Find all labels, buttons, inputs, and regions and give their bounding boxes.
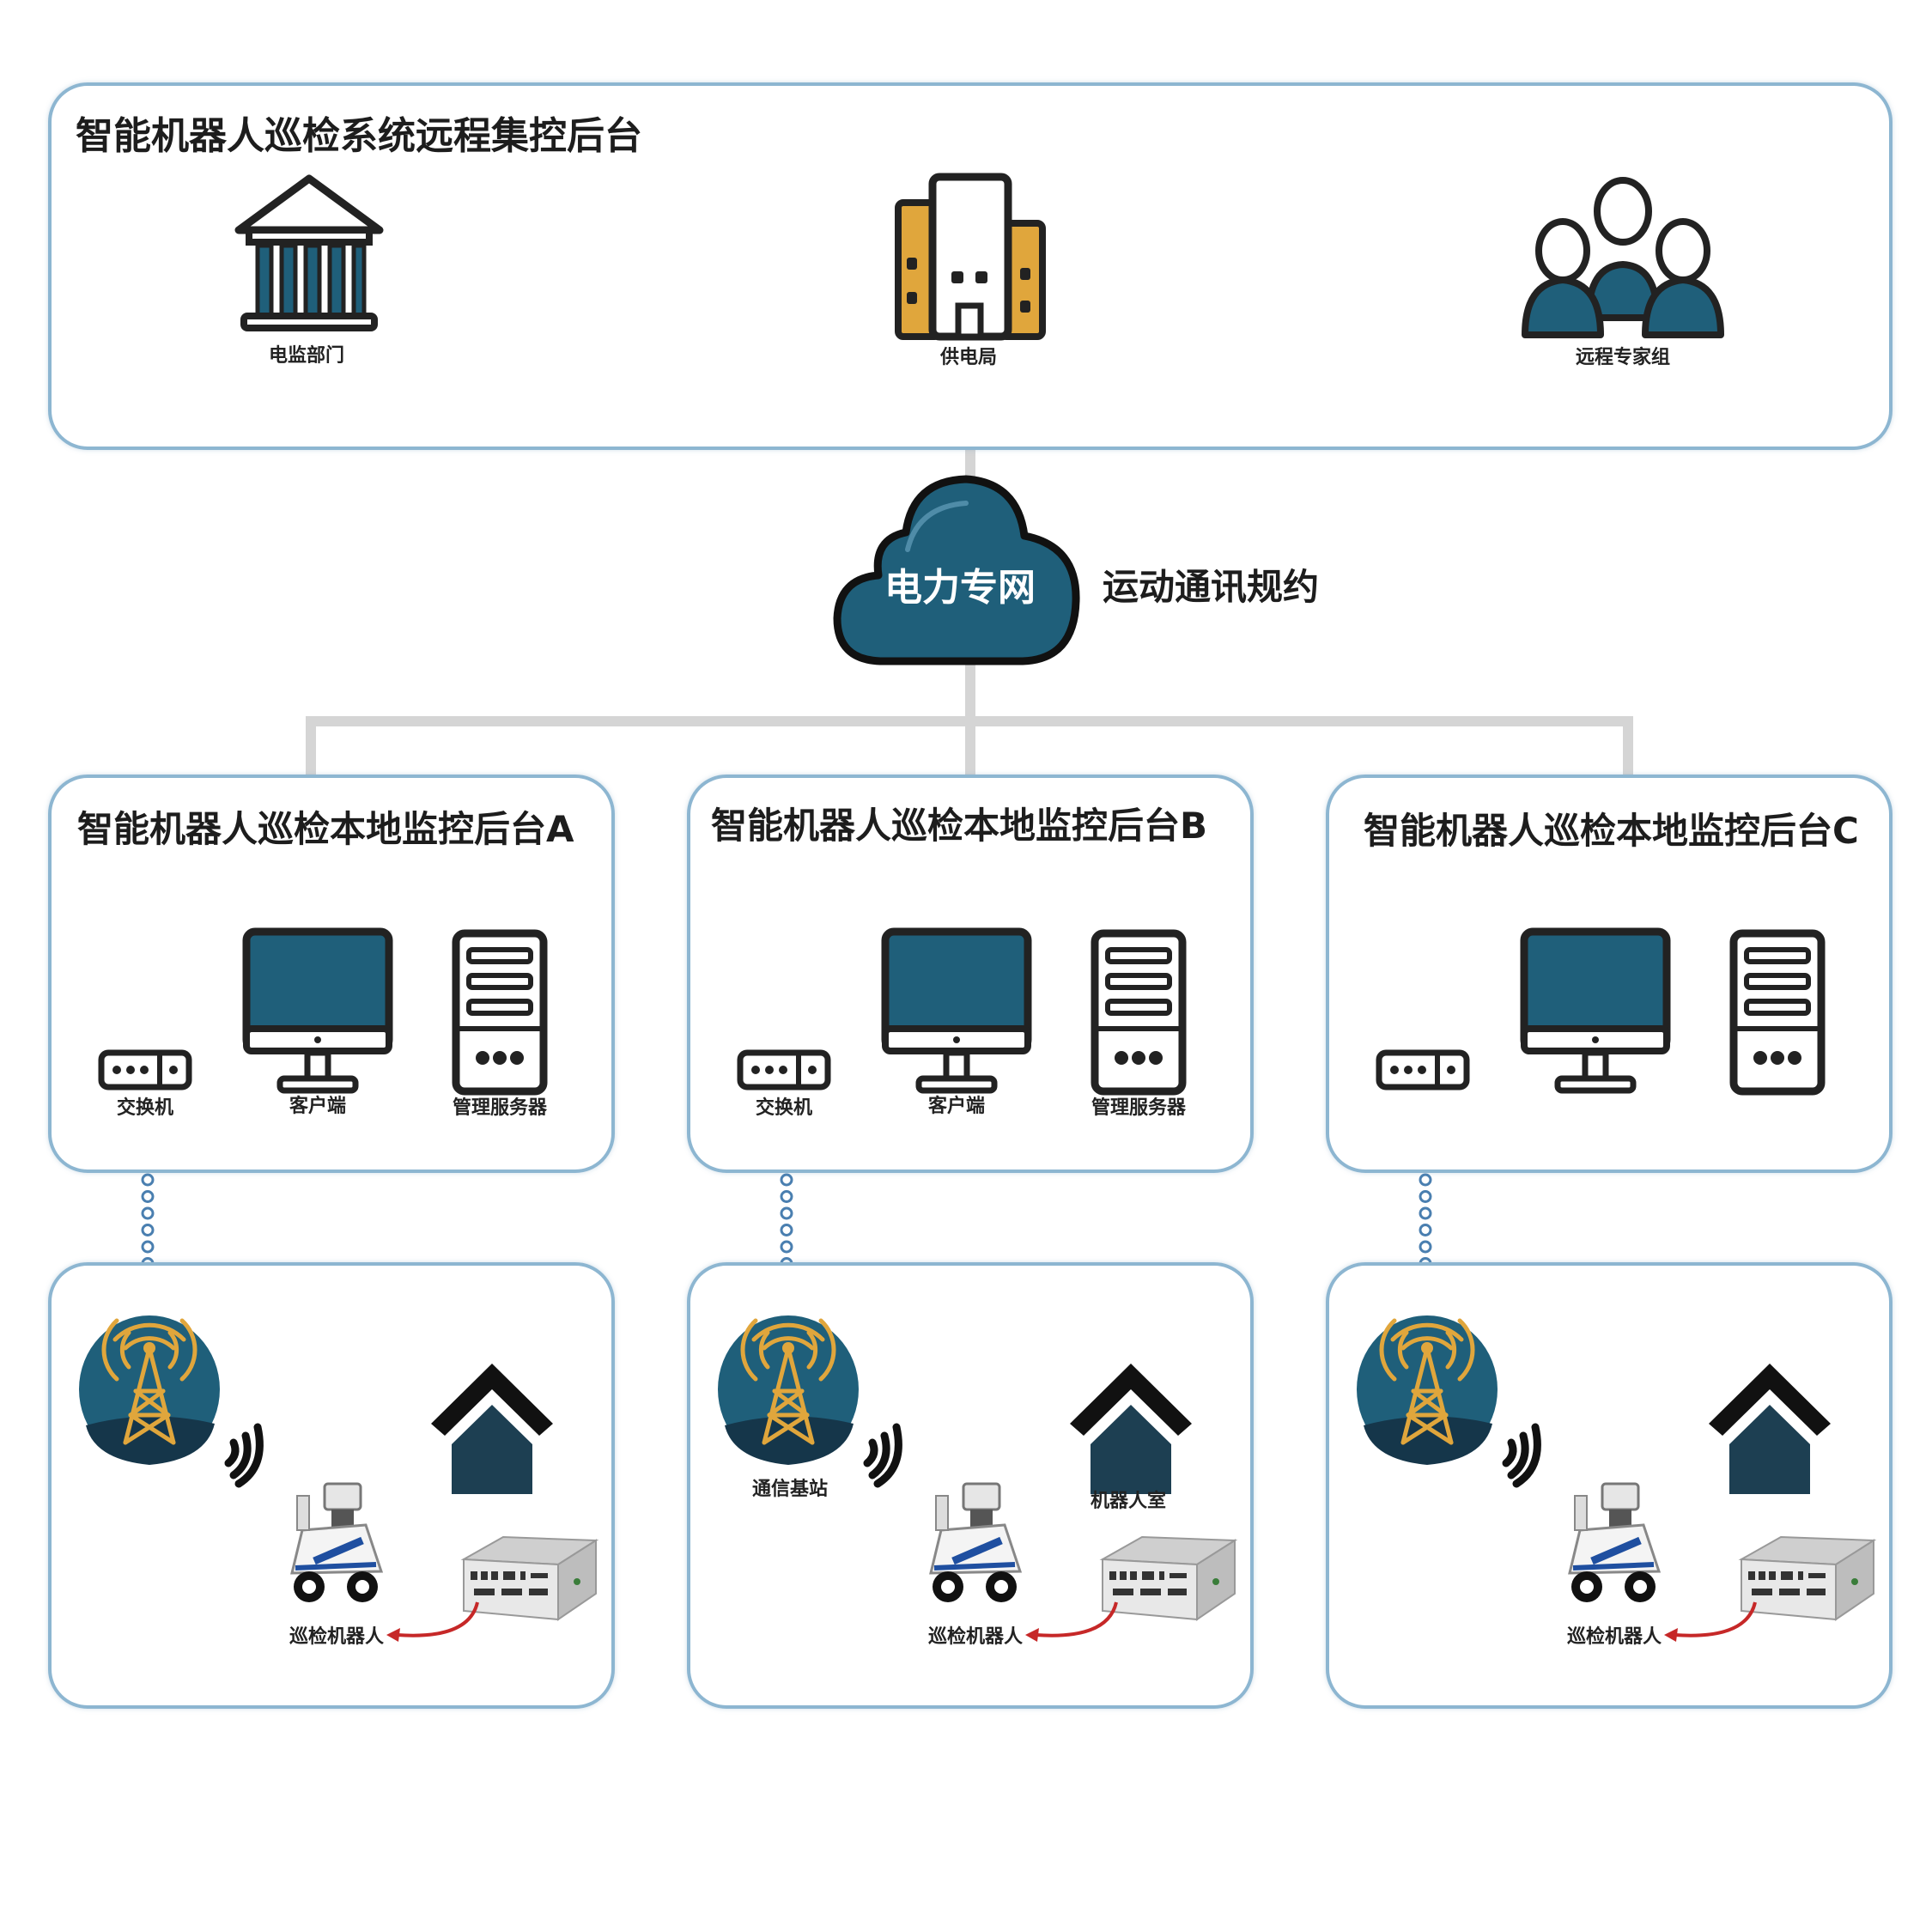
client-monitor-icon bbox=[1520, 927, 1671, 1096]
expert-group-icon bbox=[1520, 172, 1726, 343]
red-link-arrow bbox=[1661, 1597, 1764, 1649]
switch-icon bbox=[737, 1049, 831, 1092]
red-link-arrow bbox=[383, 1597, 486, 1649]
wireless-link-dot bbox=[780, 1240, 793, 1254]
industrial-controller-icon bbox=[1729, 1534, 1877, 1628]
wireless-link-dot bbox=[141, 1240, 155, 1254]
client-label: 客户端 bbox=[927, 1096, 986, 1117]
wireless-link-dot bbox=[141, 1190, 155, 1203]
protocol-label: 运动通讯规约 bbox=[1103, 566, 1320, 608]
office-building-icon bbox=[893, 172, 1048, 343]
wireless-link-dot bbox=[1419, 1206, 1432, 1220]
industrial-controller-icon bbox=[1091, 1534, 1238, 1628]
local-backend-a-title: 智能机器人巡检本地监控后台A bbox=[77, 808, 574, 850]
wireless-signal-icon bbox=[216, 1417, 276, 1488]
industrial-controller-icon bbox=[452, 1534, 599, 1628]
local-backend-c-title: 智能机器人巡检本地监控后台C bbox=[1364, 810, 1859, 852]
power-bureau-label: 供电局 bbox=[939, 347, 998, 368]
wireless-link-dot bbox=[1419, 1224, 1432, 1236]
switch-label: 交换机 bbox=[755, 1097, 813, 1119]
wireless-signal-icon bbox=[855, 1417, 915, 1488]
base-station-tower-icon bbox=[716, 1314, 862, 1468]
wireless-link-dot bbox=[780, 1173, 793, 1187]
government-building-icon bbox=[232, 172, 386, 343]
wireless-link-dot bbox=[780, 1190, 793, 1203]
base-station-label: 通信基站 bbox=[751, 1479, 829, 1500]
client-monitor-icon bbox=[881, 927, 1032, 1096]
wireless-signal-icon bbox=[1494, 1417, 1554, 1488]
inspection-robot-icon bbox=[919, 1479, 1030, 1607]
robot-label: 巡检机器人 bbox=[289, 1626, 385, 1648]
wireless-link-dot bbox=[1419, 1190, 1432, 1203]
wireless-link-dot bbox=[1419, 1240, 1432, 1254]
red-link-arrow bbox=[1022, 1597, 1125, 1649]
switch-icon bbox=[98, 1049, 192, 1092]
central-panel-title: 智能机器人巡检系统远程集控后台 bbox=[76, 114, 642, 158]
server-icon bbox=[1091, 929, 1187, 1097]
robot-house-label: 机器人室 bbox=[1090, 1491, 1167, 1512]
expert-group-label: 远程专家组 bbox=[1575, 347, 1671, 368]
base-station-tower-icon bbox=[77, 1314, 223, 1468]
base-station-tower-icon bbox=[1355, 1314, 1501, 1468]
robot-label: 巡检机器人 bbox=[927, 1626, 1024, 1648]
wireless-link-dot bbox=[780, 1206, 793, 1220]
robot-house-icon bbox=[428, 1360, 556, 1498]
wireless-link-dot bbox=[141, 1173, 155, 1187]
server-label: 管理服务器 bbox=[452, 1097, 548, 1119]
inspection-robot-icon bbox=[280, 1479, 392, 1607]
wireless-link-dot bbox=[141, 1224, 155, 1236]
client-monitor-icon bbox=[242, 927, 393, 1096]
robot-house-icon bbox=[1066, 1360, 1195, 1498]
wireless-link-dot bbox=[780, 1224, 793, 1236]
server-label: 管理服务器 bbox=[1091, 1097, 1187, 1119]
wireless-link-dot bbox=[1419, 1173, 1432, 1187]
switch-label: 交换机 bbox=[116, 1097, 174, 1119]
regulator-label: 电监部门 bbox=[268, 345, 345, 367]
inspection-robot-icon bbox=[1558, 1479, 1669, 1607]
cloud-icon bbox=[829, 464, 1086, 678]
robot-label: 巡检机器人 bbox=[1566, 1626, 1662, 1648]
robot-house-icon bbox=[1705, 1360, 1834, 1498]
server-icon bbox=[1729, 929, 1826, 1097]
wireless-link-dot bbox=[141, 1206, 155, 1220]
switch-icon bbox=[1376, 1049, 1470, 1092]
local-backend-b-title: 智能机器人巡检本地监控后台B bbox=[711, 805, 1208, 847]
server-icon bbox=[452, 929, 548, 1097]
cloud-label: 电力专网 bbox=[884, 566, 1036, 610]
client-label: 客户端 bbox=[289, 1096, 347, 1117]
